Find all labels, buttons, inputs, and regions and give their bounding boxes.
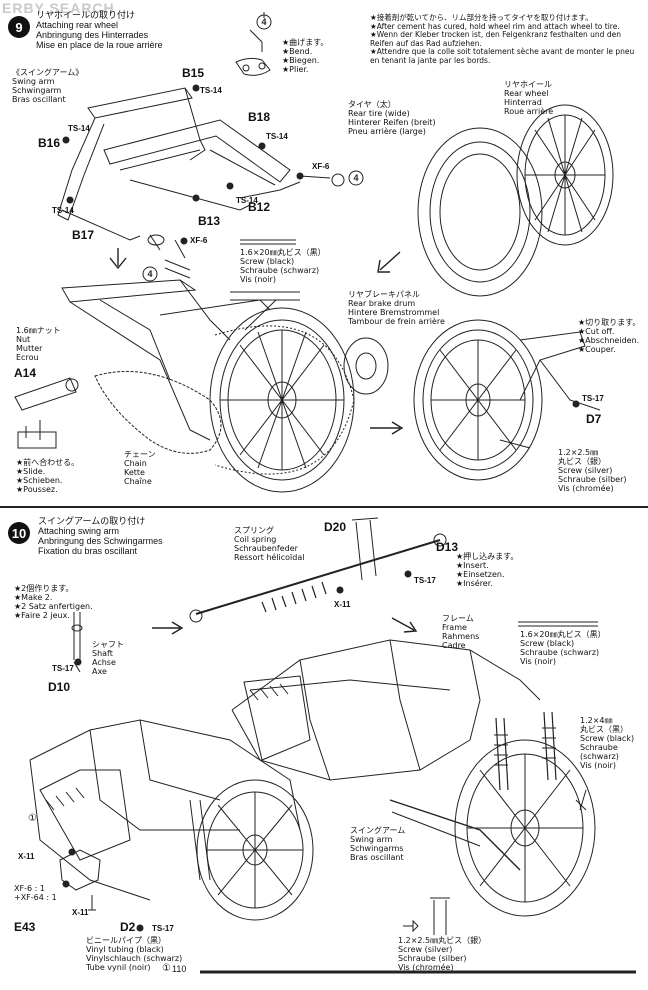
part-e43: E43 [14, 920, 36, 934]
brake-drum-label: リヤブレーキパネル Rear brake drum Hintere Bremst… [348, 290, 445, 326]
paint-tag: X-11 [18, 852, 35, 861]
part-b15: B15 [182, 66, 205, 80]
paint-mix-label: XF-6 : 1 +XF-64 : 1 [14, 884, 57, 902]
part-b13: B13 [198, 214, 221, 228]
svg-text:4: 4 [353, 173, 358, 183]
part-d10: D10 [48, 680, 71, 694]
step-9-title-jp: リヤホイールの取り付け [36, 10, 136, 20]
vinyl-tubing-label: ビニールパイプ（黒） Vinyl tubing (black) Vinylsch… [86, 936, 183, 972]
paint-tag: TS-14 [52, 206, 74, 215]
part-b12: B12 [248, 200, 271, 214]
screw-black-label-10: 1.6×20㎜丸ビス（黒） Screw (black) Schraube (sc… [520, 630, 606, 666]
shaft-label: シャフト Shaft Achse Axe [92, 640, 124, 676]
step-9-number: 9 [8, 16, 30, 38]
frame-label: フレーム Frame Rahmens Cadre [442, 614, 480, 650]
paint-tag: X-11 [72, 908, 89, 917]
screw-silver-label-9: 1.2×2.5㎜ 丸ビス（銀） Screw (silver) Schraube … [558, 448, 627, 493]
step-9-title-fr: Mise en place de la roue arrière [36, 40, 163, 50]
part-d20: D20 [324, 520, 347, 534]
svg-text:4: 4 [147, 269, 152, 279]
step-9-title-en: Attaching rear wheel [36, 20, 119, 30]
spring-label: スプリング Coil spring Schraubenfeder Ressort… [234, 526, 305, 562]
insert-note: ★押し込みます。 ★Insert. ★Einsetzen. ★Insérer. [456, 552, 519, 588]
tire-label: タイヤ（太） Rear tire (wide) Hinterer Reifen … [348, 100, 436, 136]
paint-tag: TS-17 [152, 924, 174, 933]
paint-tag: TS-14 [200, 86, 222, 95]
step-10-title: スイングアームの取り付け Attaching swing arm Anbring… [38, 516, 238, 556]
screw-silver-label-10: 1.2×2.5㎜丸ビス（銀） Screw (silver) Schraube (… [398, 936, 487, 972]
slide-note: ★前へ合わせる。 ★Slide. ★Schieben. ★Poussez. [16, 458, 80, 494]
chain-label: チェーン Chain Kette Chaîne [124, 450, 156, 486]
svg-text:4: 4 [261, 17, 266, 27]
paint-tag: TS-14 [236, 196, 258, 205]
circled-one-marker: ① [28, 813, 37, 824]
step-10-title-de: Anbringung des Schwingarmes [38, 536, 163, 546]
part-d2: D2 [120, 920, 136, 934]
part-b17: B17 [72, 228, 95, 242]
step-10-title-jp: スイングアームの取り付け [38, 516, 146, 526]
swing-arm-label: 《スイングアーム》 Swing arm Schwingarm Bras osci… [12, 68, 84, 104]
part-b16: B16 [38, 136, 61, 150]
paint-tag: TS-17 [582, 394, 604, 403]
step-10-title-en: Attaching swing arm [38, 526, 120, 536]
part-a14: A14 [14, 366, 37, 380]
section-divider [0, 506, 648, 508]
bend-note: ★曲げます。 ★Bend. ★Biegen. ★Plier. [282, 38, 329, 74]
cut-off-note: ★切り取ります。 ★Cut off. ★Abschneiden. ★Couper… [578, 318, 641, 354]
paint-tag: TS-14 [266, 132, 288, 141]
screw-small-label: 1.2×4㎜ 丸ビス（黒） Screw (black) Schraube (sc… [580, 716, 635, 770]
make-2-note: ★2個作ります。 ★Make 2. ★2 Satz anfertigen. ★F… [14, 584, 93, 620]
nut-label: 1.6㎜ナット Nut Mutter Ecrou [16, 326, 61, 362]
step-10-number: 10 [8, 522, 30, 544]
part-d7: D7 [586, 412, 602, 426]
paint-tag: TS-17 [52, 664, 74, 673]
paint-tag: XF-6 [190, 236, 208, 245]
swing-arm-label-10: スイングアーム Swing arm Schwingarms Bras oscil… [350, 826, 406, 862]
part-d13: D13 [436, 540, 459, 554]
part-b18: B18 [248, 110, 271, 124]
circled-one-marker-bottom: ① [162, 963, 171, 974]
paint-tag: TS-14 [68, 124, 90, 133]
screw-label-9: 1.6×20㎜丸ビス（黒） Screw (black) Schraube (sc… [240, 248, 326, 284]
rear-wheel-label: リヤホイール Rear wheel Hinterrad Roue arrière [504, 80, 554, 116]
step-9-title: リヤホイールの取り付け Attaching rear wheel Anbring… [36, 10, 236, 50]
step-9-title-de: Anbringung des Hinterrades [36, 30, 149, 40]
watermark: ERBY SEARCH [2, 0, 115, 16]
paint-tag: TS-17 [414, 576, 436, 585]
cement-note: ★接着剤が乾いてから、リム部分を持ってタイヤを取り付けます。 ★After ce… [370, 13, 635, 65]
step-10-title-fr: Fixation du bras oscillant [38, 546, 138, 556]
page-number: 110 [172, 964, 187, 974]
paint-tag: XF-6 [312, 162, 330, 171]
paint-tag: X-11 [334, 600, 351, 609]
